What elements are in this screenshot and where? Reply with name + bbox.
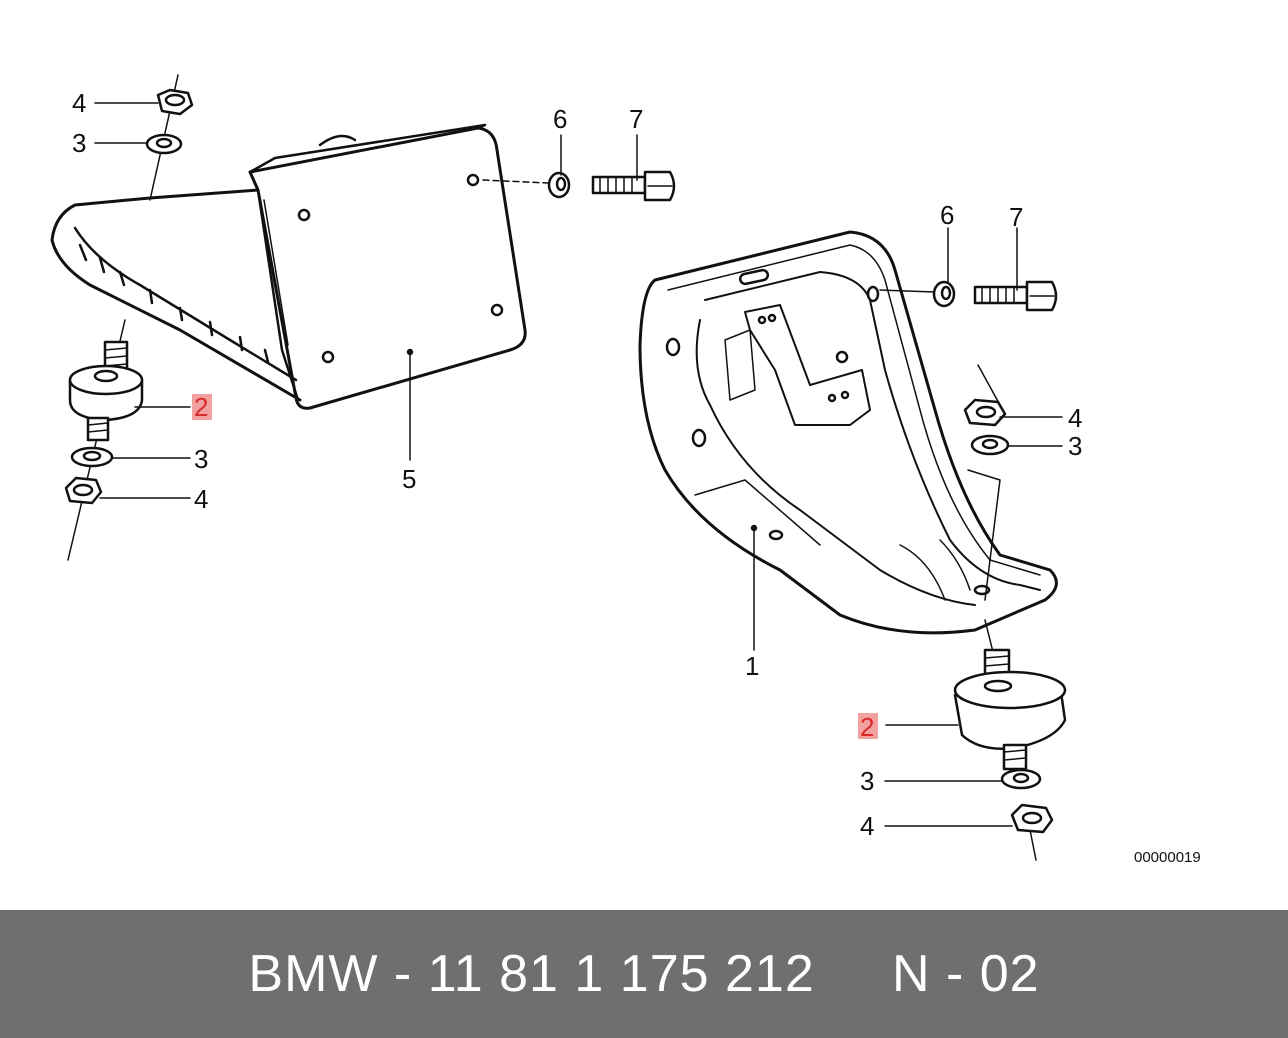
washer-right-bottom — [1000, 768, 1042, 790]
callout-3-left-top: 3 — [72, 128, 86, 158]
nut-left-top — [156, 88, 194, 116]
highlight-box-left — [192, 394, 212, 420]
callout-6-left: 6 — [553, 104, 567, 134]
washer-6-left — [547, 171, 571, 199]
bolt-7-right — [973, 280, 1058, 312]
callout-3-right-top: 3 — [1068, 431, 1082, 461]
nut-left-bottom — [64, 476, 103, 505]
part-number-caption: BMW - 11 81 1 175 212 N - 02 — [248, 945, 1040, 1003]
callout-4-right-bottom: 4 — [860, 811, 874, 841]
footer-bar: BMW - 11 81 1 175 212 N - 02 — [0, 910, 1288, 1038]
callout-2-right[interactable]: 2 — [860, 712, 874, 742]
bolt-7-left — [591, 170, 676, 202]
guard-part-5 — [50, 123, 527, 410]
callout-4-left-bottom: 4 — [194, 484, 208, 514]
callout-7-right: 7 — [1009, 202, 1023, 232]
nut-right-bottom — [1010, 803, 1054, 834]
callout-6-right: 6 — [940, 200, 954, 230]
callout-4-left-top: 4 — [72, 88, 86, 118]
callout-7-left: 7 — [629, 104, 643, 134]
parts-diagram: 4 3 2 3 4 5 6 7 6 7 4 3 1 2 3 4 00000019 — [50, 74, 1201, 866]
rubber-mount-right — [953, 648, 1067, 771]
nut-right-top — [963, 398, 1007, 427]
washer-right-top — [970, 434, 1010, 456]
washer-left-bottom — [70, 446, 114, 468]
callout-3-left-bottom: 3 — [194, 444, 208, 474]
rubber-mount-left — [68, 340, 144, 442]
callout-2-left[interactable]: 2 — [194, 392, 208, 422]
callout-4-right-top: 4 — [1068, 403, 1082, 433]
callout-5: 5 — [402, 464, 416, 494]
washer-left-top — [145, 133, 183, 155]
callout-1: 1 — [745, 651, 759, 681]
washer-6-right — [932, 280, 956, 308]
skid-plate-part-1 — [638, 230, 1058, 635]
callout-3-right-bottom: 3 — [860, 766, 874, 796]
reference-code: 00000019 — [1134, 849, 1201, 866]
highlight-box-right — [858, 713, 878, 739]
